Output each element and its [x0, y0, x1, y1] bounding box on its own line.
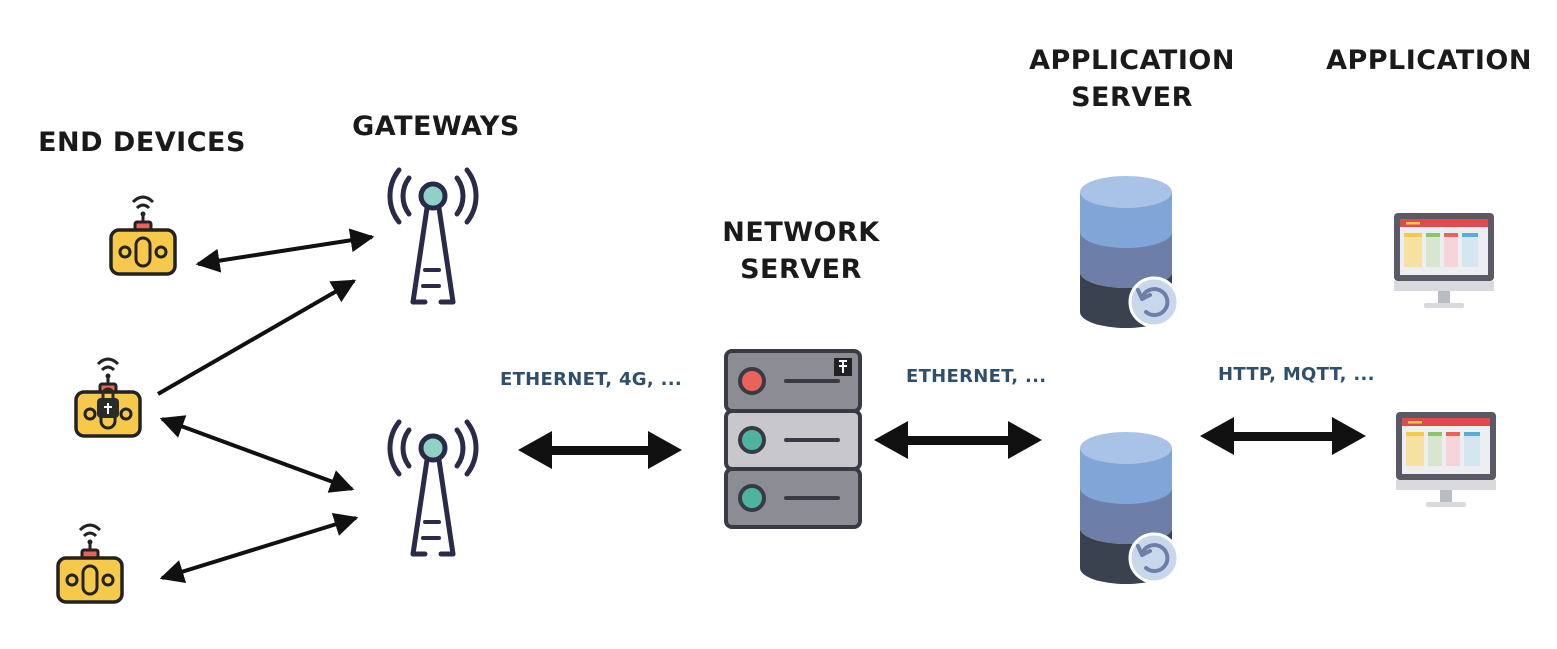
end-device-2-icon	[74, 357, 142, 438]
link-device3-gateway2	[159, 512, 359, 584]
heading-application-server-line1: APPLICATION	[1029, 45, 1235, 76]
heading-application-server: APPLICATION SERVER	[1018, 42, 1246, 116]
link-device1-gateway1	[195, 228, 375, 273]
application-2-monitor-icon	[1396, 412, 1496, 507]
link-application-server-application	[1200, 417, 1366, 455]
heading-application: APPLICATION	[1326, 45, 1532, 76]
application-1-monitor-icon	[1394, 213, 1494, 308]
network-server-rack-icon	[724, 349, 862, 529]
heading-network-server: NETWORK SERVER	[706, 214, 896, 288]
end-device-2-lock-icon	[97, 387, 119, 418]
heading-network-server-line1: NETWORK	[722, 217, 880, 248]
end-device-3-icon	[56, 523, 124, 604]
application-server-1-database-icon	[1078, 174, 1180, 330]
heading-end-devices: END DEVICES	[38, 127, 246, 158]
end-device-1-icon	[109, 195, 177, 276]
gateway-1-icon	[390, 170, 476, 302]
link-device2-gateway2	[159, 415, 355, 493]
link-gateway-network-server	[518, 431, 682, 469]
protocol-label-app-server-app: HTTP, MQTT, ...	[1218, 364, 1375, 385]
heading-gateways: GATEWAYS	[352, 111, 520, 142]
application-server-2-database-icon	[1078, 430, 1180, 586]
heading-network-server-line2: SERVER	[740, 254, 862, 285]
protocol-label-network-app-server: ETHERNET, ...	[906, 366, 1047, 387]
link-network-server-application-server	[874, 421, 1042, 459]
link-device2-gateway1	[157, 279, 357, 396]
protocol-label-gateway-network: ETHERNET, 4G, ...	[500, 369, 682, 390]
heading-application-server-line2: SERVER	[1071, 82, 1193, 113]
gateway-2-icon	[390, 422, 476, 554]
